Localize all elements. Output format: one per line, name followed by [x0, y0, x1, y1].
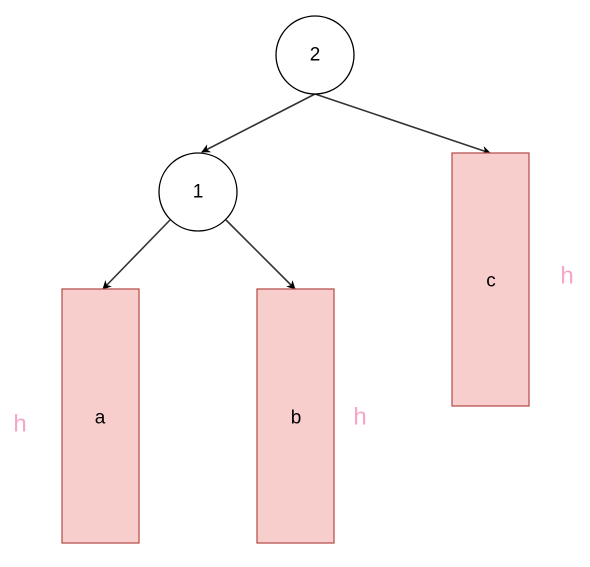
subtree-b: b	[256, 288, 335, 544]
node-circle	[275, 15, 355, 95]
edges	[102, 93, 491, 290]
subtree-rect	[61, 288, 140, 544]
subtree-rect	[256, 288, 335, 544]
tree-node-2: 2	[275, 15, 355, 95]
tree-node-1: 1	[158, 152, 238, 232]
subtree-label: c	[486, 271, 496, 292]
node-label: 2	[310, 45, 321, 66]
node-circle	[158, 152, 238, 232]
height-label-c: h	[560, 263, 573, 290]
subtree-a: a	[61, 288, 140, 544]
subtree-rect	[451, 152, 530, 407]
subtree-label: a	[95, 408, 106, 429]
height-label-a: h	[13, 411, 26, 438]
subtree-c: c	[451, 152, 530, 407]
height-label-b: h	[353, 404, 366, 431]
subtree-label: b	[291, 408, 302, 429]
edge-1-to-a	[102, 219, 171, 290]
node-label: 1	[193, 182, 204, 203]
edge-2-to-1	[201, 93, 316, 153]
edge-1-to-b	[225, 219, 296, 290]
edge-2-to-c	[314, 93, 491, 155]
